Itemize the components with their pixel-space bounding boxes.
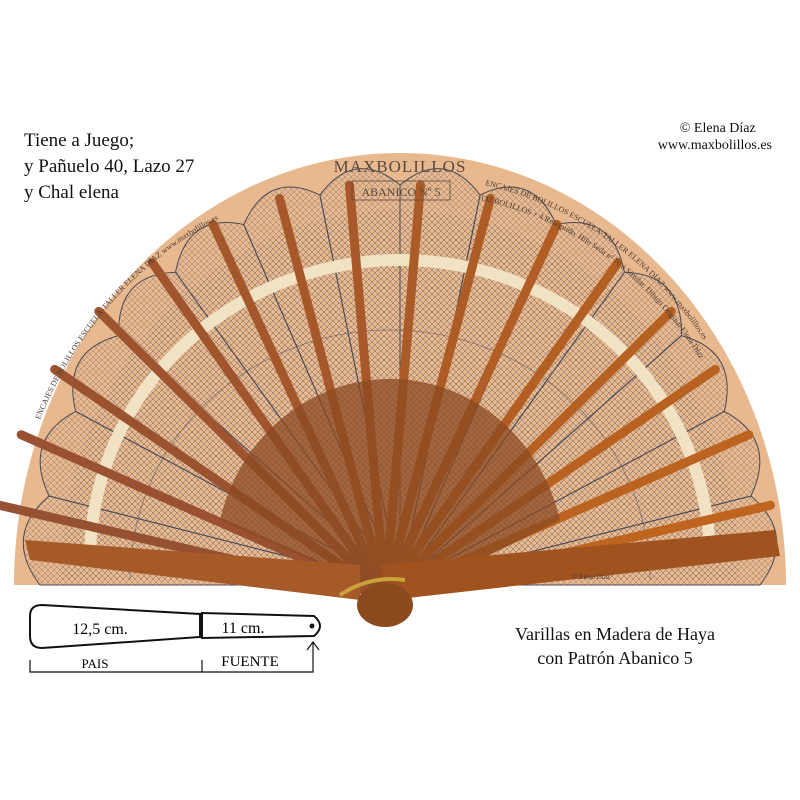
matching-line: Tiene a Juego;	[24, 130, 135, 151]
credit-block: © Elena Díaz www.maxbolillos.es	[658, 120, 772, 154]
pais-length: 12,5 cm.	[72, 621, 128, 638]
brass-ring	[338, 577, 406, 597]
fuente-label: FUENTE	[221, 654, 279, 670]
fan-sticks	[0, 180, 775, 600]
fan-rivet-head	[357, 583, 413, 627]
copyright: © Elena Díaz	[679, 121, 756, 136]
caption-line: con Patrón Abanico 5	[537, 648, 693, 668]
carved-fan-hub	[220, 378, 560, 600]
matching-line: y Chal elena	[24, 182, 119, 203]
pais-label: PAIS	[82, 656, 109, 671]
pattern-box	[351, 180, 451, 201]
card-pattern: ABANICO Nº 5	[361, 185, 440, 199]
fan-guards	[25, 530, 780, 600]
caption-line: Varillas en Madera de Haya	[515, 624, 715, 644]
website: www.maxbolillos.es	[657, 138, 772, 153]
stick-dimension-diagram: 12,5 cm. 11 cm. PAIS FUENTE	[29, 603, 321, 673]
matching-items-note: Tiene a Juego; y Pañuelo 40, Lazo 27 y C…	[24, 128, 194, 206]
matching-line: y Pañuelo 40, Lazo 27	[24, 156, 195, 177]
stick-mark: © Elena Díaz	[572, 573, 610, 581]
card-brand: MAXBOLILLOS	[334, 157, 467, 176]
fuente-length: 11 cm.	[222, 620, 265, 637]
product-caption: Varillas en Madera de Haya con Patrón Ab…	[470, 622, 760, 670]
